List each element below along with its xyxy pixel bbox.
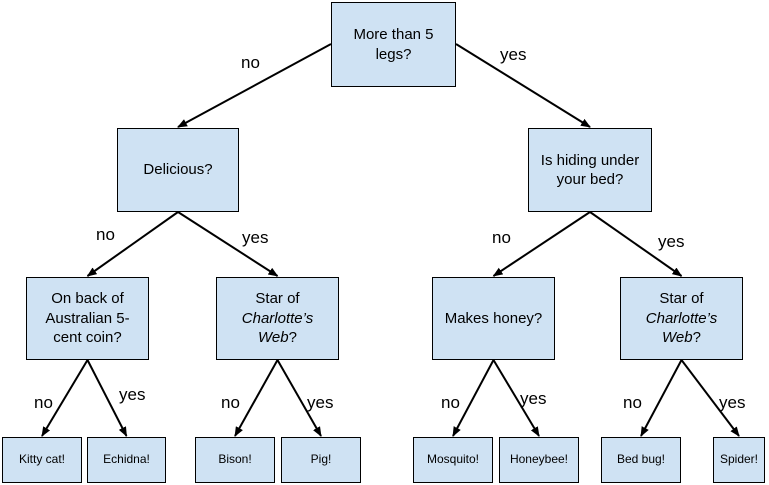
node-label-line: Bed bug! bbox=[616, 452, 666, 467]
edge-charlotte-right-spider bbox=[680, 359, 740, 437]
node-label-line: Spider! bbox=[719, 452, 759, 467]
node-label-line: Honeybee! bbox=[509, 452, 569, 467]
edge-charlotte-left-bison bbox=[234, 359, 279, 437]
node-label-line: On back of bbox=[51, 290, 124, 308]
edge-coin-kitty bbox=[41, 359, 89, 437]
node-label-line: Makes honey? bbox=[444, 309, 543, 327]
edge-label-no: no bbox=[623, 393, 642, 412]
node-label-line: Charlotte’s bbox=[645, 309, 718, 327]
node-bedbug: Bed bug! bbox=[601, 437, 681, 483]
edge-label-yes: yes bbox=[520, 389, 547, 408]
node-mosquito: Mosquito! bbox=[413, 437, 493, 483]
edge-charlotte-left-pig bbox=[276, 359, 322, 437]
node-label: Echidna! bbox=[103, 452, 150, 468]
node-label: Is hiding under your bed? bbox=[541, 151, 639, 190]
edge-charlotte-right-bedbug bbox=[640, 359, 683, 437]
edge-hiding-charlotte-right bbox=[589, 211, 683, 277]
node-label: Delicious? bbox=[143, 160, 212, 180]
node-label-line: Star of bbox=[255, 290, 300, 308]
edge-label-no: no bbox=[492, 228, 511, 247]
node-label-line: Web? bbox=[662, 329, 701, 347]
edge-honey-mosquito bbox=[452, 359, 495, 437]
edge-label-no: no bbox=[441, 393, 460, 412]
node-kitty: Kitty cat! bbox=[2, 437, 82, 483]
node-label-line: your bed? bbox=[556, 171, 624, 188]
edge-root-hiding bbox=[455, 43, 591, 128]
node-label-line: Mosquito! bbox=[426, 452, 480, 467]
node-label-line: cent coin? bbox=[53, 329, 122, 347]
node-label-line: Australian 5- bbox=[45, 309, 130, 327]
edge-label-yes: yes bbox=[658, 232, 685, 251]
node-label-line: Web? bbox=[258, 329, 297, 347]
node-root: More than 5 legs? bbox=[331, 2, 456, 87]
node-label-line: Charlotte’s bbox=[241, 309, 314, 327]
node-bison: Bison! bbox=[195, 437, 275, 483]
node-label-line: Pig! bbox=[310, 452, 332, 467]
node-honey: Makes honey? bbox=[432, 277, 555, 360]
node-label-line: legs? bbox=[375, 45, 412, 63]
node-label-line: Bison! bbox=[218, 452, 252, 467]
edge-label-no: no bbox=[96, 225, 115, 244]
node-label: Pig! bbox=[311, 452, 332, 468]
node-pig: Pig! bbox=[281, 437, 361, 483]
edge-honey-honeybee bbox=[492, 359, 540, 437]
edge-delicious-coin bbox=[86, 211, 179, 277]
node-label-line: Kitty cat! bbox=[18, 452, 65, 467]
edge-label-yes: yes bbox=[307, 393, 334, 412]
node-spider: Spider! bbox=[713, 437, 765, 483]
node-label: Mosquito! bbox=[427, 452, 479, 468]
edge-label-yes: yes bbox=[719, 393, 746, 412]
node-label-line: Is hiding under bbox=[540, 151, 640, 169]
edge-label-yes: yes bbox=[242, 228, 269, 247]
node-label: More than 5 legs? bbox=[353, 25, 433, 64]
node-label-line: More than 5 bbox=[353, 26, 434, 43]
node-label: Makes honey? bbox=[445, 309, 543, 329]
node-label: Honeybee! bbox=[510, 452, 568, 468]
node-label: Bed bug! bbox=[617, 452, 665, 468]
node-label: Spider! bbox=[720, 452, 758, 468]
edge-label-no: no bbox=[221, 393, 240, 412]
edge-label-yes: yes bbox=[119, 385, 146, 404]
edge-root-delicious bbox=[177, 43, 332, 128]
node-label: Kitty cat! bbox=[19, 452, 65, 468]
node-delicious: Delicious? bbox=[117, 128, 239, 212]
node-hiding: Is hiding under your bed? bbox=[528, 128, 652, 212]
edge-label-no: no bbox=[34, 393, 53, 412]
edge-coin-echidna bbox=[86, 359, 128, 437]
node-label-line: Delicious? bbox=[143, 161, 213, 179]
node-honeybee: Honeybee! bbox=[499, 437, 579, 483]
edge-label-no: no bbox=[241, 53, 260, 72]
edge-delicious-charlotte-left bbox=[177, 211, 279, 277]
edge-hiding-honey bbox=[492, 211, 591, 277]
node-label-line: Star of bbox=[659, 290, 704, 308]
edge-label-yes: yes bbox=[500, 45, 527, 64]
node-echidna: Echidna! bbox=[87, 437, 166, 483]
node-label-line: Echidna! bbox=[103, 452, 150, 467]
node-label: Bison! bbox=[218, 452, 251, 468]
